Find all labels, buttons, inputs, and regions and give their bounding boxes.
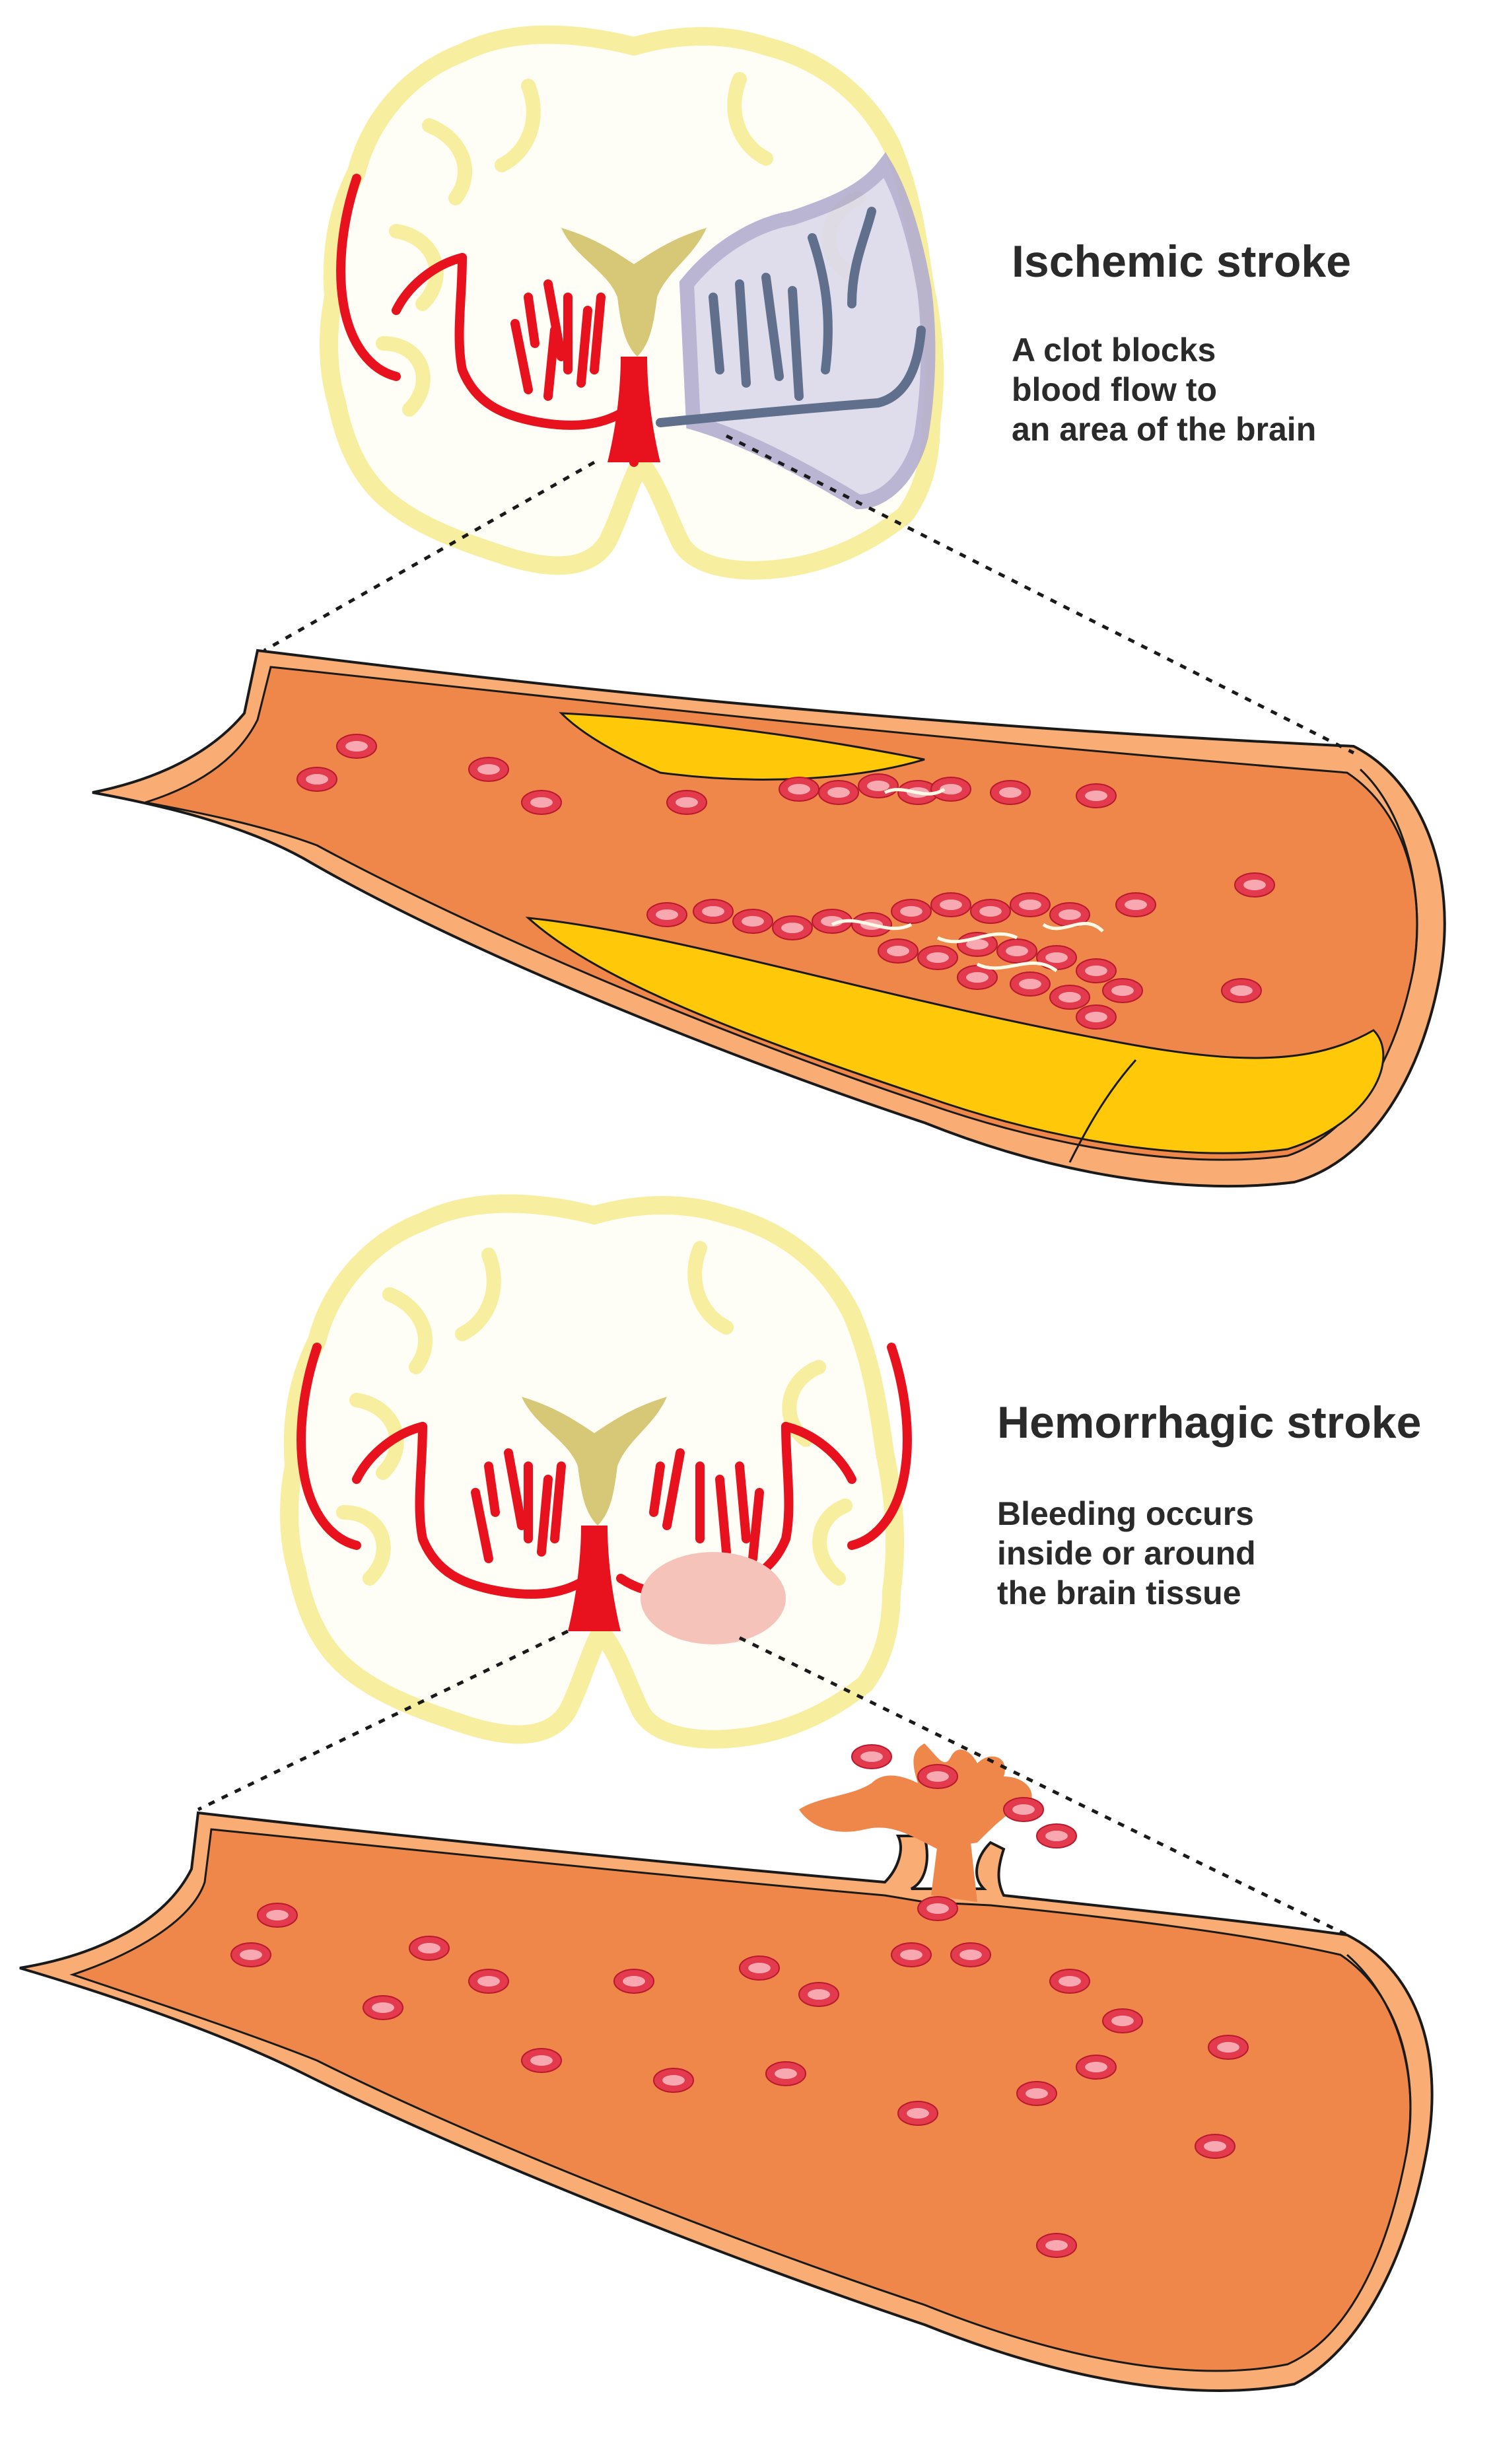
vessel-lumen xyxy=(69,1828,1412,2372)
vessel-cut-edge xyxy=(1346,1954,1412,2154)
plaque-top xyxy=(559,712,925,781)
hemorrhagic-description-line: Bleeding occurs xyxy=(997,1495,1254,1532)
hemorrhagic-description-line: inside or around xyxy=(997,1535,1256,1572)
hemorrhagic-title: Hemorrhagic stroke xyxy=(997,1397,1422,1448)
ischemic-description-line: A clot blocks xyxy=(1012,332,1216,369)
brain-hemorrhagic xyxy=(280,1194,912,1749)
vessel-cut-edge xyxy=(1068,768,1418,1163)
brain-ischemic xyxy=(320,25,944,580)
hemorrhagic-description: Bleeding occurs inside or around the bra… xyxy=(997,1494,1256,1613)
vessel-hemorrhagic xyxy=(19,1743,1434,2392)
ischemic-description-line: an area of the brain xyxy=(1012,411,1317,448)
central-artery xyxy=(608,357,660,462)
zoom-lines xyxy=(197,434,1355,1937)
ischemic-description-line: blood flow to xyxy=(1012,371,1218,408)
central-artery xyxy=(568,1526,621,1631)
ventricles xyxy=(561,228,707,357)
hemorrhagic-description-line: the brain tissue xyxy=(997,1574,1241,1611)
ischemic-description: A clot blocks blood flow to an area of t… xyxy=(1012,330,1316,449)
ischemic-title: Ischemic stroke xyxy=(1012,236,1352,287)
vessel-ischemic xyxy=(92,649,1446,1187)
plaque-bottom xyxy=(525,917,1385,1154)
brain-sulci xyxy=(336,1241,852,1586)
hemorrhage-area xyxy=(641,1552,786,1644)
ventricles xyxy=(522,1397,667,1526)
clot xyxy=(646,773,1143,1030)
blocked-arteries xyxy=(656,207,926,427)
rupture xyxy=(931,1843,977,1902)
brain-sulci xyxy=(376,72,866,417)
bleed xyxy=(799,1743,1032,1849)
